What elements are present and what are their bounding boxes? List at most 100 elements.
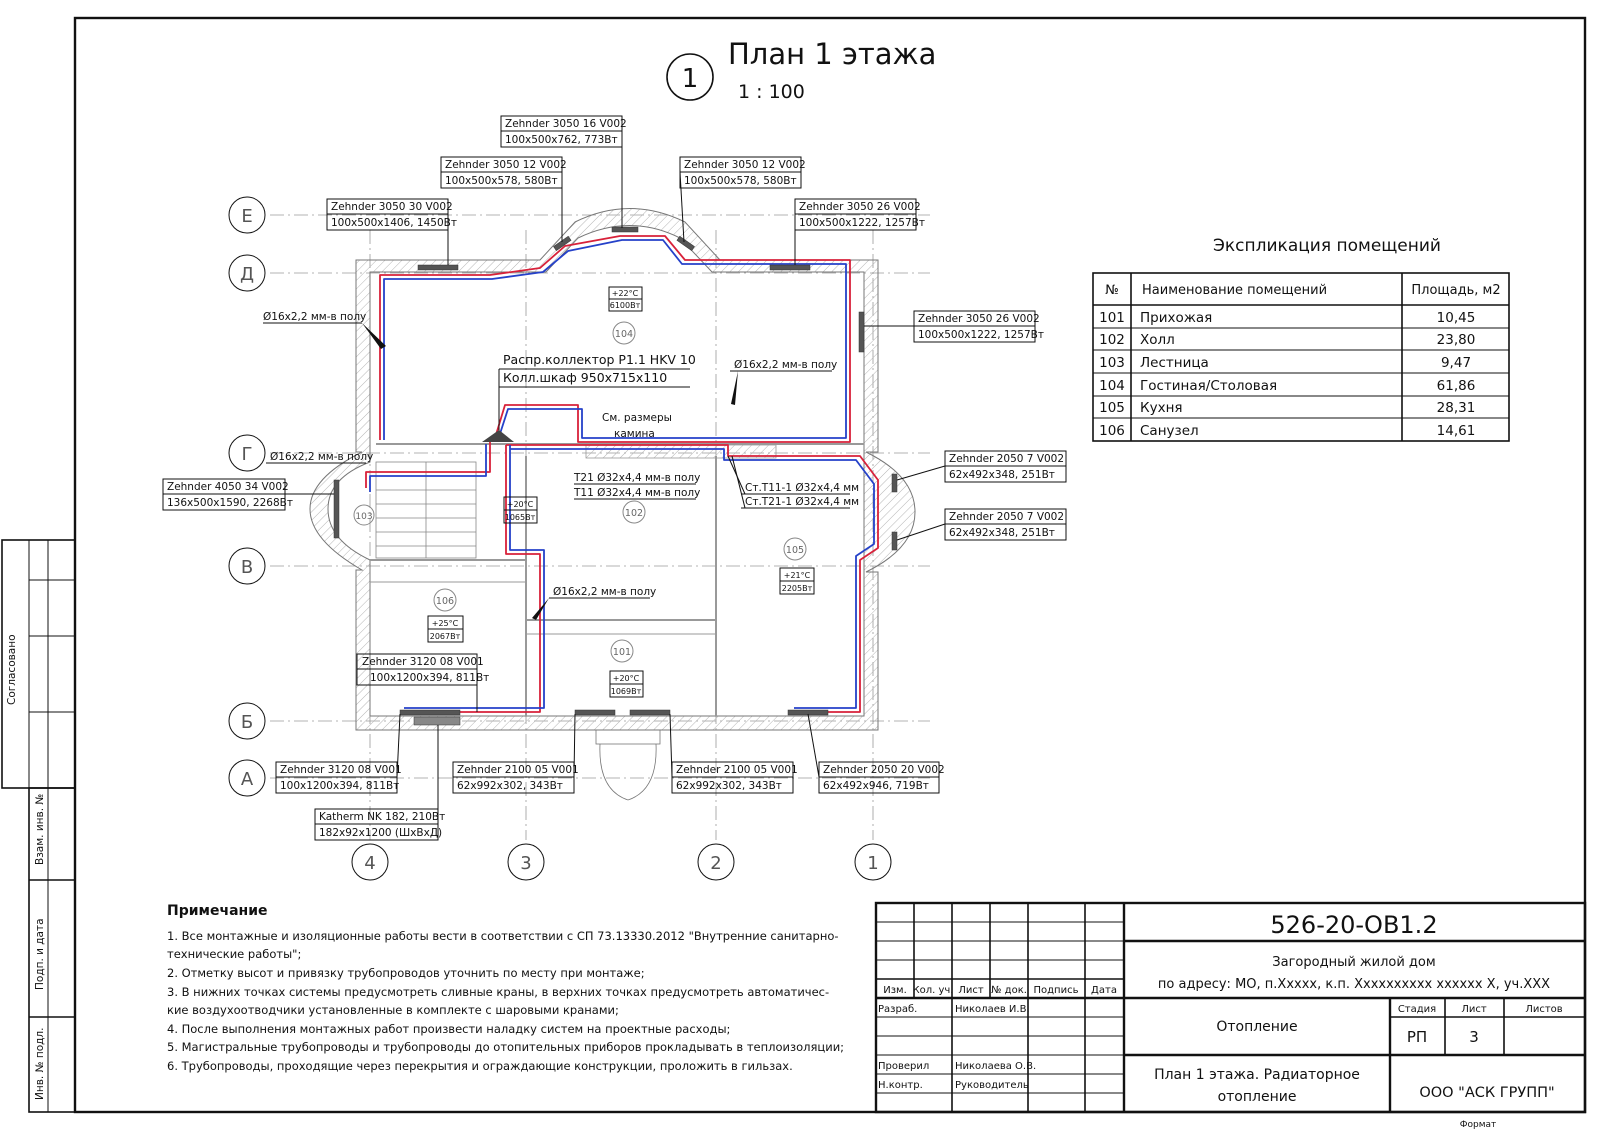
callout-2-model: Zehnder 3050 12 V002	[684, 159, 806, 171]
room-104-power: 6100Вт	[610, 301, 641, 310]
agreed-label: Согласовано	[6, 634, 18, 705]
explication-header-area: Площадь, м2	[1411, 283, 1500, 298]
room-104-number: 104	[615, 329, 633, 340]
explication-row-3-no: 103	[1099, 355, 1125, 371]
radiator-callouts: Zehnder 3050 16 V002 100х500х762, 773Вт …	[162, 115, 1067, 841]
explication-row-6-name: Санузел	[1140, 423, 1199, 439]
explication-row-2-no: 102	[1099, 332, 1125, 348]
explication-row-3-area: 9,47	[1441, 355, 1471, 371]
col-header-izm: Изм.	[883, 985, 907, 996]
callout-10-model: Zehnder 3120 08 V001	[280, 764, 402, 776]
col-header-sign: Подпись	[1034, 985, 1079, 996]
callout-4-size: 100х500х1222, 1257Вт	[799, 217, 925, 229]
room-tags: +22°С 6100Вт 104 +20°С 1065Вт 102 105 +2…	[353, 286, 815, 698]
plan-scale: 1 : 100	[738, 81, 805, 103]
plan-header: 1 План 1 этажа 1 : 100	[666, 37, 936, 103]
axis-label-1: 1	[867, 853, 878, 874]
stage-header: Стадия	[1398, 1004, 1436, 1015]
axis-label-d: Д	[240, 264, 254, 285]
role-proveril: Проверил	[878, 1061, 929, 1072]
callout-radiator-580-left: Zehnder 3050 12 V002 100х500х578, 580Вт	[440, 156, 567, 242]
room-105-temp: +21°С	[784, 571, 811, 580]
callout-radiator-1450: Zehnder 3050 30 V002 100х500х1406, 1450В…	[326, 198, 457, 265]
explication-row-1-no: 101	[1099, 310, 1125, 326]
room-102-power: 1065Вт	[505, 513, 536, 522]
room-102-number: 102	[625, 508, 643, 519]
sheet-number: 1	[682, 64, 699, 94]
project-line-2: по адресу: МО, п.Ххххх, к.п. Хххххххххх …	[1158, 977, 1550, 992]
callout-8-model: Zehnder 4050 34 V002	[167, 481, 289, 493]
callout-14-size: 182х92х1200 (ШхВхД)	[319, 827, 442, 839]
room-105: 105 +21°С 2205Вт	[779, 537, 815, 595]
callout-radiator-1257-right: Zehnder 3050 26 V002 100х500х1222, 1257В…	[864, 310, 1044, 343]
callout-3-size: 100х500х1406, 1450Вт	[331, 217, 457, 229]
col-header-list: Лист	[958, 985, 984, 996]
grid-bubbles: Е Д Г В Б А 4 3 2 1	[228, 196, 892, 881]
sheet-title-2: отопление	[1218, 1089, 1297, 1105]
callout-radiator-719: Zehnder 2050 20 V002 62х492х946, 719Вт	[807, 713, 945, 794]
room-104: +22°С 6100Вт 104	[608, 286, 643, 345]
note-line-6: 4. После выполнения монтажных работ прои…	[167, 1022, 730, 1036]
callout-4-model: Zehnder 3050 26 V002	[799, 201, 921, 213]
room-103-number: 103	[355, 512, 372, 522]
callout-radiator-580-right: Zehnder 3050 12 V002 100х500х578, 580Вт	[679, 156, 806, 243]
pipe-label-center: Ø16х2,2 мм-в полу	[734, 359, 837, 371]
drawing-code: 526-20-ОВ1.2	[1270, 911, 1437, 939]
explication-header-name: Наименование помещений	[1142, 283, 1327, 298]
callout-13-size: 62х492х946, 719Вт	[823, 780, 929, 792]
room-102: +20°С 1065Вт 102	[503, 496, 646, 524]
callout-9-size: 100х1200х394, 811Вт	[370, 672, 489, 684]
radiator-symbols	[333, 226, 898, 726]
callout-radiator-1257-top: Zehnder 3050 26 V002 100х500х1222, 1257В…	[794, 198, 925, 265]
room-105-power: 2205Вт	[782, 584, 813, 593]
col-header-doc: № док.	[991, 985, 1027, 996]
callout-7-model: Zehnder 2050 7 V002	[949, 511, 1064, 523]
room-104-temp: +22°С	[612, 289, 639, 298]
explication-header-no: №	[1105, 283, 1119, 298]
room-106-temp: +25°С	[432, 619, 459, 628]
callout-radiator-343-right: Zehnder 2100 05 V001 62х992х302, 343Вт	[669, 713, 798, 794]
explication-row-5-area: 28,31	[1437, 400, 1476, 416]
room-105-number: 105	[786, 545, 804, 556]
callout-11-model: Zehnder 2100 05 V001	[457, 764, 579, 776]
callout-12-model: Zehnder 2100 05 V001	[676, 764, 798, 776]
pipe-label-hall: Ø16х2,2 мм-в полу	[553, 586, 656, 598]
riser-label-4: Ст.Т21-1 Ø32х4,4 мм	[745, 496, 859, 508]
notes-title: Примечание	[167, 903, 268, 919]
axis-label-b: Б	[241, 712, 253, 733]
callout-radiator-2268: Zehnder 4050 34 V002 136х500х1590, 2268В…	[162, 478, 334, 511]
room-101-power: 1069Вт	[611, 687, 642, 696]
role-nkontr: Н.контр.	[878, 1080, 923, 1091]
callout-5-size: 100х500х1222, 1257Вт	[918, 329, 1044, 341]
room-103: 103	[353, 504, 375, 526]
title-block: Изм. Кол. уч. Лист № док. Подпись Дата Р…	[874, 901, 1587, 1114]
callout-1-model: Zehnder 3050 12 V002	[445, 159, 567, 171]
role-razrab: Разраб.	[878, 1004, 917, 1015]
explication-row-6-area: 14,61	[1437, 423, 1476, 439]
room-101-temp: +20°С	[613, 674, 640, 683]
riser-label-1: Т21 Ø32х4,4 мм-в полу	[573, 472, 700, 484]
explication-row-1-area: 10,45	[1437, 310, 1476, 326]
pipe-annotations: Ø16х2,2 мм-в полу Ø16х2,2 мм-в полу Ø16х…	[263, 311, 859, 620]
callout-0-model: Zehnder 3050 16 V002	[505, 118, 627, 130]
callout-3-model: Zehnder 3050 30 V002	[331, 201, 453, 213]
collector-label-2: Колл.шкаф 950х715х110	[503, 370, 667, 385]
room-102-temp: +20°С	[507, 500, 534, 509]
riser-label-2: Т11 Ø32х4,4 мм-в полу	[573, 487, 700, 499]
callout-radiator-343-left: Zehnder 2100 05 V001 62х992х302, 343Вт	[452, 713, 579, 794]
collector-label-1: Распр.коллектор P1.1 HKV 10	[503, 352, 696, 367]
sheet-frame	[73, 16, 1587, 1114]
stage-value: РП	[1407, 1028, 1427, 1046]
room-106-number: 106	[436, 596, 454, 607]
supply-pipe	[365, 235, 879, 713]
explication-row-2-name: Холл	[1140, 332, 1175, 348]
sheet-title-1: План 1 этажа. Радиаторное	[1154, 1067, 1360, 1083]
sheets-header: Листов	[1525, 1004, 1562, 1015]
callout-6-size: 62х492х348, 251Вт	[949, 469, 1055, 481]
note-line-1: 1. Все монтажные и изоляционные работы в…	[167, 929, 839, 943]
callout-10-size: 100х1200х394, 811Вт	[280, 780, 399, 792]
podp-label: Подп. и дата	[34, 918, 46, 990]
explication-row-2-area: 23,80	[1437, 332, 1476, 348]
callout-radiator-811-upper: Zehnder 3120 08 V001 100х1200х394, 811Вт	[356, 653, 489, 712]
project-line-1: Загородный жилой дом	[1272, 955, 1435, 970]
